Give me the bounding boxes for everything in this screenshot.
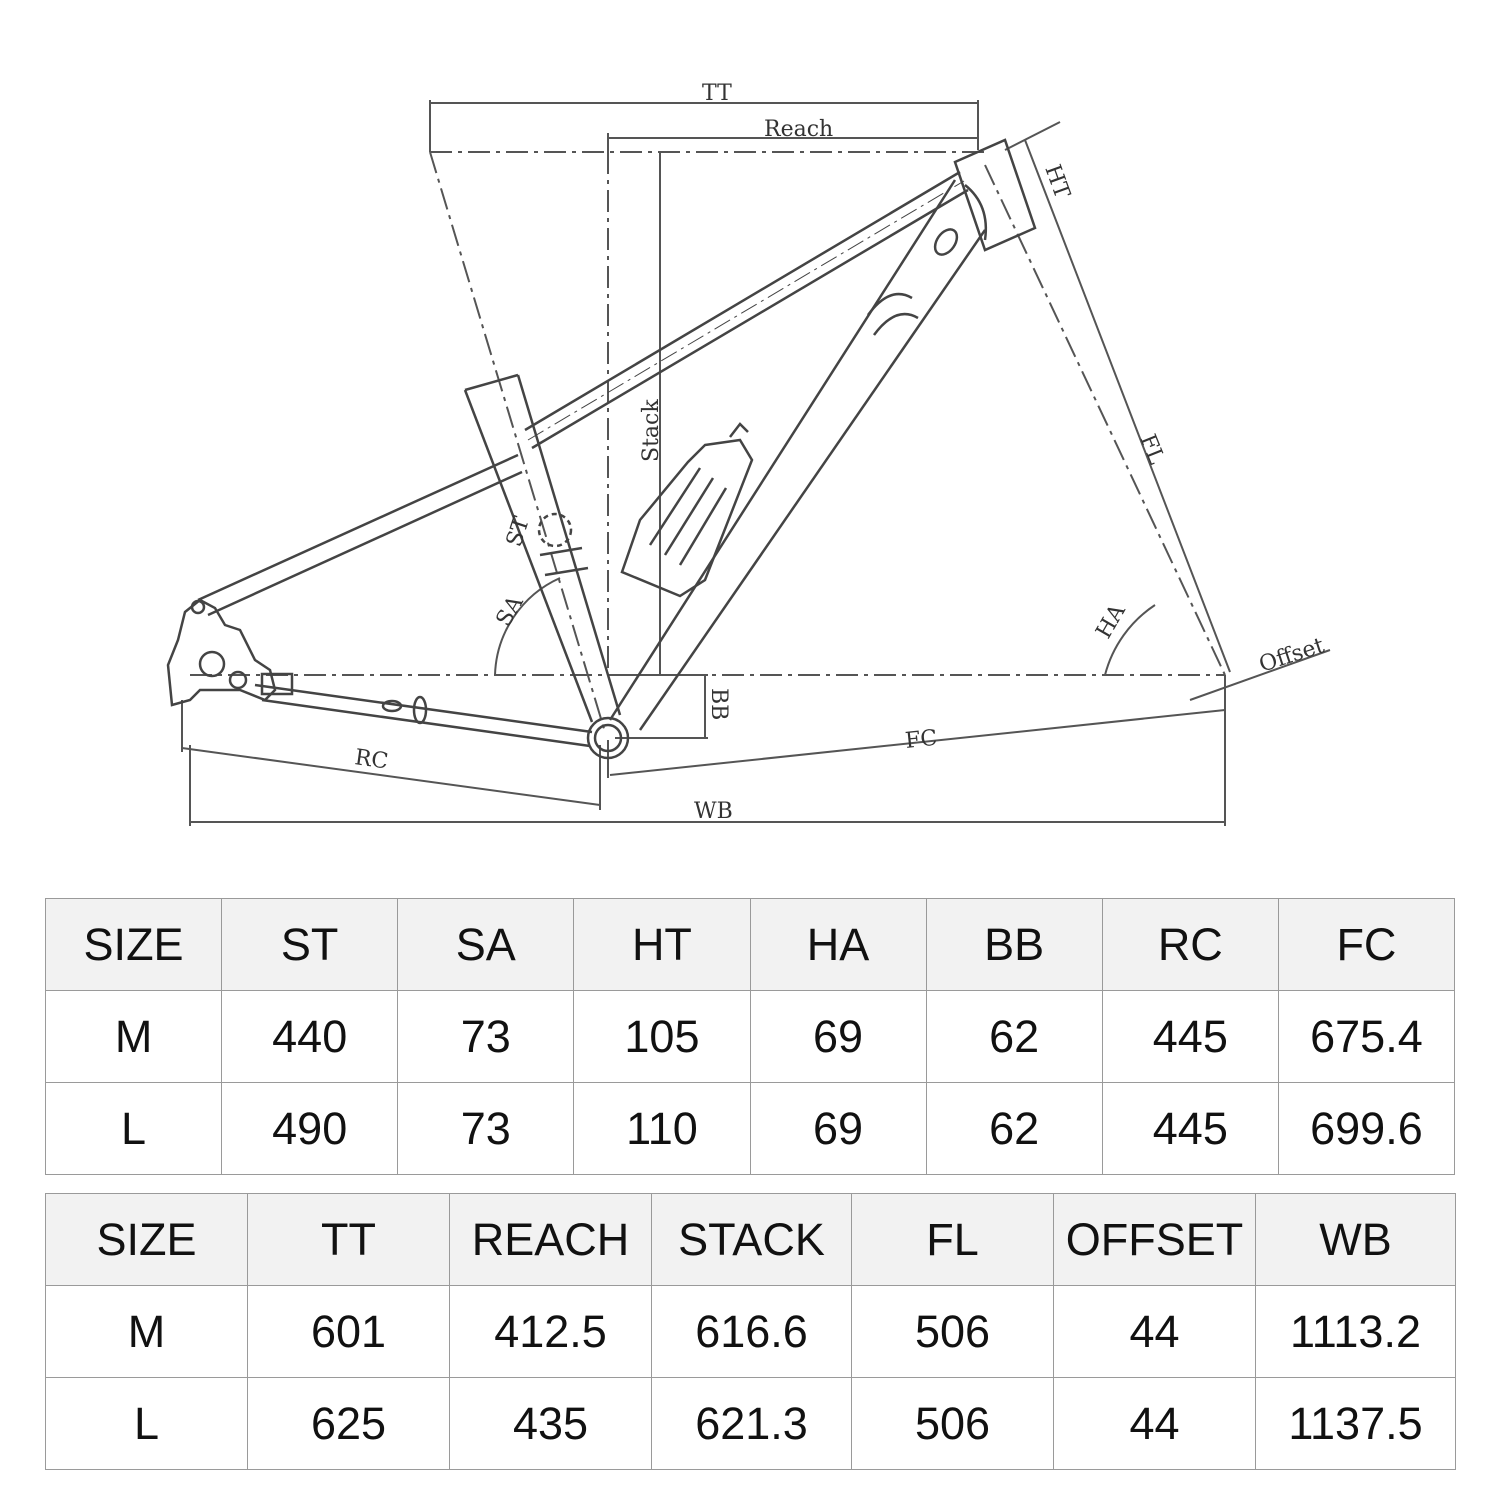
reach-dimension [607, 133, 978, 152]
cell-fc: 675.4 [1277, 990, 1456, 1083]
water-bottle [620, 422, 754, 598]
header-tt: TT [247, 1193, 450, 1286]
cell-ht: 110 [573, 1082, 751, 1175]
header-fc: FC [1277, 898, 1456, 991]
table-row: L 625 435 621.3 506 44 1137.5 [45, 1377, 1456, 1470]
head-tube [953, 138, 1037, 252]
cell-fc: 699.6 [1277, 1082, 1456, 1175]
cell-fl: 506 [851, 1285, 1054, 1378]
label-sa: SA [492, 591, 530, 631]
cell-ha: 69 [749, 1082, 927, 1175]
cell-offset: 44 [1053, 1377, 1256, 1470]
cell-bb: 62 [925, 990, 1103, 1083]
cell-size: L [45, 1377, 248, 1470]
cell-sa: 73 [397, 990, 575, 1083]
cell-tt: 601 [247, 1285, 450, 1378]
bottom-bracket [586, 716, 630, 760]
top-tube [524, 170, 969, 450]
cell-bb: 62 [925, 1082, 1103, 1175]
sa-angle-arc [494, 577, 561, 676]
geometry-table-2: SIZE TT REACH STACK FL OFFSET WB M 601 4… [45, 1193, 1456, 1470]
table-header-row: SIZE TT REACH STACK FL OFFSET WB [45, 1193, 1456, 1286]
cell-wb: 1137.5 [1255, 1377, 1456, 1470]
cell-size: M [45, 1285, 248, 1378]
cell-ht: 105 [573, 990, 751, 1083]
rc-dimension [181, 700, 601, 810]
seat-tube-extension [429, 151, 606, 733]
cell-size: M [44, 990, 223, 1083]
rear-dropout [166, 598, 294, 707]
cell-reach: 412.5 [449, 1285, 652, 1378]
header-sa: SA [397, 898, 575, 991]
header-ha: HA [749, 898, 927, 991]
header-ht: HT [573, 898, 751, 991]
table-row: M 440 73 105 69 62 445 675.4 [44, 990, 1456, 1083]
header-rc: RC [1101, 898, 1279, 991]
offset-dimension [1189, 649, 1331, 720]
chain-stay [254, 683, 593, 748]
cell-offset: 44 [1053, 1285, 1256, 1378]
cell-size: L [44, 1082, 223, 1175]
table-row: M 601 412.5 616.6 506 44 1113.2 [45, 1285, 1456, 1378]
header-size: SIZE [44, 898, 223, 991]
label-rc: RC [353, 745, 390, 774]
cell-tt: 625 [247, 1377, 450, 1470]
header-bb: BB [925, 898, 1103, 991]
table-row: L 490 73 110 69 62 445 699.6 [44, 1082, 1456, 1175]
cell-st: 490 [221, 1082, 399, 1175]
label-fc: FC [904, 726, 939, 754]
cell-stack: 621.3 [651, 1377, 852, 1470]
geometry-table-1: SIZE ST SA HT HA BB RC FC M 440 73 105 6… [44, 898, 1456, 1175]
label-st: ST [502, 514, 535, 550]
header-wb: WB [1255, 1193, 1456, 1286]
cell-wb: 1113.2 [1255, 1285, 1456, 1378]
bike-frame [166, 138, 1037, 760]
label-ha: HA [1092, 599, 1132, 643]
label-stack: Stack [639, 399, 664, 462]
table-header-row: SIZE ST SA HT HA BB RC FC [44, 898, 1456, 991]
seat-tube [463, 373, 622, 723]
cell-reach: 435 [449, 1377, 652, 1470]
label-ht: HT [1039, 162, 1074, 203]
label-wb: WB [694, 799, 733, 824]
cell-st: 440 [221, 990, 399, 1083]
seat-stay [197, 453, 523, 617]
header-stack: STACK [651, 1193, 852, 1286]
header-reach: REACH [449, 1193, 652, 1286]
header-size: SIZE [45, 1193, 248, 1286]
header-st: ST [221, 898, 399, 991]
cell-stack: 616.6 [651, 1285, 852, 1378]
header-offset: OFFSET [1053, 1193, 1256, 1286]
frame-geometry-diagram: TT Reach HT Stack FL ST SA HA BB Offset … [166, 81, 1331, 826]
label-reach: Reach [764, 117, 833, 142]
wb-dimension [189, 715, 1226, 826]
ha-angle-arc [1104, 604, 1156, 676]
header-fl: FL [851, 1193, 1054, 1286]
label-offset: Offset [1256, 633, 1327, 677]
cell-sa: 73 [397, 1082, 575, 1175]
cell-fl: 506 [851, 1377, 1054, 1470]
down-tube [608, 179, 987, 731]
cell-rc: 445 [1101, 1082, 1279, 1175]
tt-dimension [429, 100, 979, 152]
bb-dimension [615, 674, 708, 739]
label-bb: BB [706, 688, 731, 720]
cell-rc: 445 [1101, 990, 1279, 1083]
cell-ha: 69 [749, 990, 927, 1083]
fl-dimension [984, 121, 1231, 676]
label-tt: TT [702, 81, 732, 106]
